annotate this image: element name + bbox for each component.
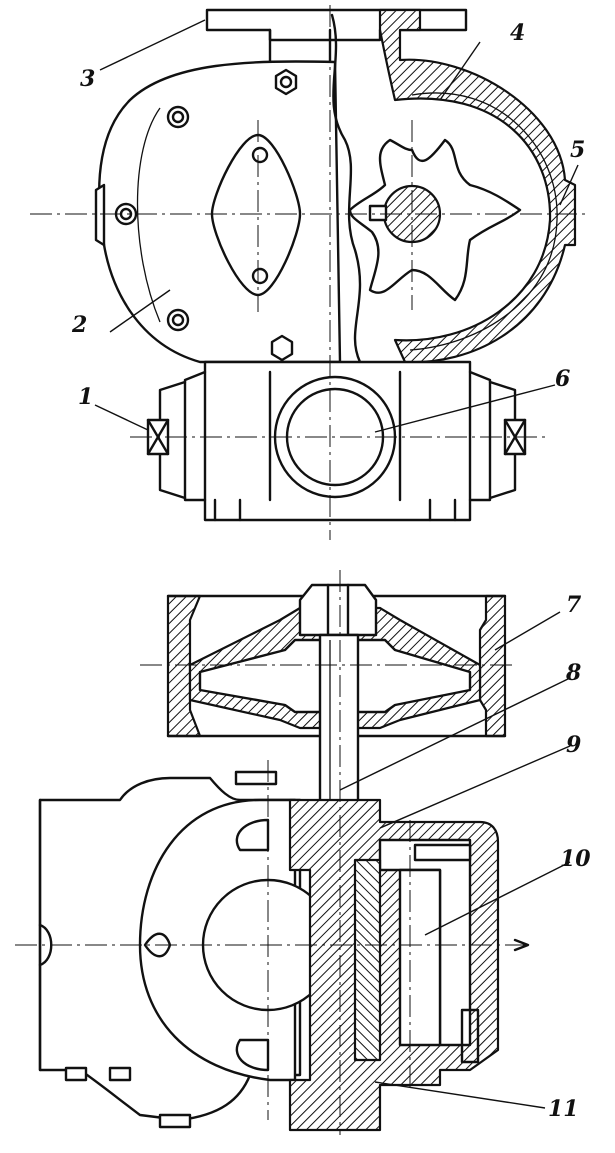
callout-2: 2 xyxy=(71,312,87,338)
bottom-view xyxy=(15,570,530,1135)
callout-9: 9 xyxy=(566,732,581,758)
callout-7: 7 xyxy=(566,592,582,618)
break-line xyxy=(330,13,362,364)
callout-6: 6 xyxy=(555,366,570,392)
callout-10: 10 xyxy=(560,846,591,872)
casing-inner-channel xyxy=(409,92,558,351)
shaft-key xyxy=(368,204,388,222)
callout-labels: 3 4 5 2 1 6 7 8 9 10 11 xyxy=(71,20,591,1122)
top-view xyxy=(30,5,590,540)
callout-1: 1 xyxy=(78,384,93,410)
casing-bolts xyxy=(114,68,298,362)
gland-bushing xyxy=(353,858,382,1062)
casing-section-wall xyxy=(378,8,577,364)
handwheel-rim-right xyxy=(478,594,507,738)
callout-4: 4 xyxy=(510,20,525,46)
hub-nut xyxy=(298,583,378,637)
left-boss xyxy=(94,183,106,247)
callout-3: 3 xyxy=(80,66,95,92)
casing-inner-ring xyxy=(136,107,161,323)
callout-8: 8 xyxy=(565,660,581,686)
callout-11: 11 xyxy=(548,1096,579,1122)
leader-lines xyxy=(94,19,579,1109)
callout-5: 5 xyxy=(570,137,585,163)
